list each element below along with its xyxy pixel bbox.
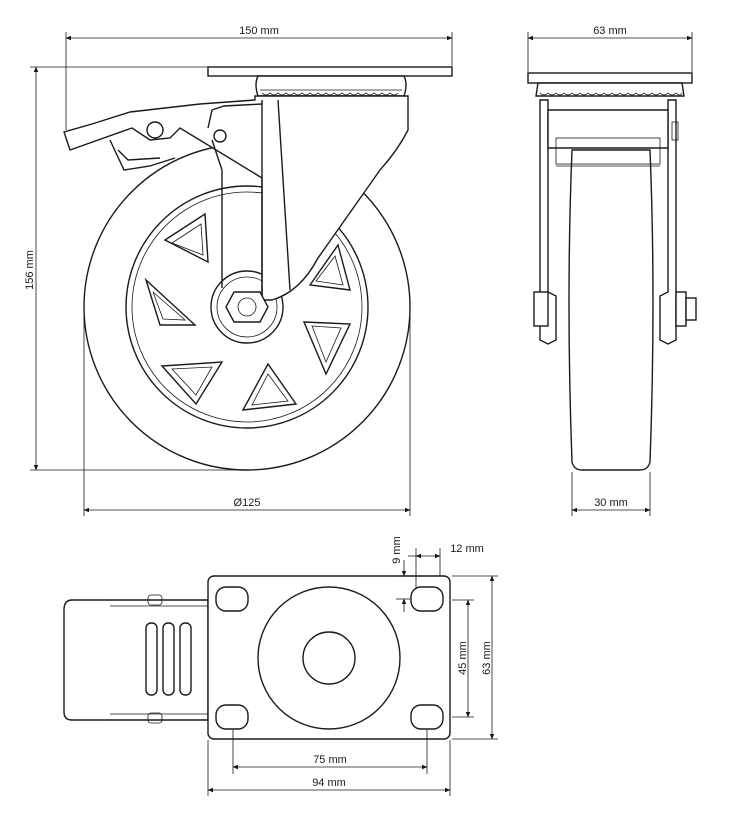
label-side-plate-width: 63 mm	[593, 25, 627, 37]
label-wheel-diameter: Ø125	[234, 497, 261, 509]
side-top-plate	[527, 72, 693, 84]
side-axle-right	[675, 291, 687, 327]
bottom-view	[63, 575, 451, 740]
side-wheel	[568, 149, 654, 471]
label-height: 156 mm	[24, 250, 36, 290]
caster-fork	[63, 95, 409, 301]
top-plate	[207, 66, 453, 77]
front-dimensions: 150 mm 156 mm Ø125	[24, 25, 453, 516]
wheel-spokes	[144, 212, 352, 411]
side-axle-nut	[685, 297, 697, 321]
wheel-hub	[210, 270, 284, 344]
side-dimensions: 63 mm 30 mm	[527, 25, 693, 516]
lever-pivot	[146, 121, 164, 139]
side-brake	[547, 109, 669, 149]
mounting-plate	[207, 575, 451, 740]
side-bearing	[535, 82, 685, 97]
mount-hole-tl	[215, 586, 249, 612]
label-top-width: 150 mm	[239, 25, 279, 37]
label-plate-short: 63 mm	[481, 641, 493, 675]
label-hole-offset-x: 12 mm	[450, 543, 484, 555]
front-view	[63, 66, 453, 471]
bottom-bearing-outer	[257, 586, 401, 730]
axle-nut	[225, 291, 269, 323]
bottom-dimensions: 9 mm 12 mm 45 mm 63 mm 75 mm 94 mm	[207, 536, 498, 796]
label-hole-spacing-short: 45 mm	[457, 641, 469, 675]
bottom-brake-lever	[63, 599, 209, 721]
mount-hole-br	[410, 704, 444, 730]
bottom-bearing-inner	[302, 631, 356, 685]
label-hole-spacing-long: 75 mm	[313, 754, 347, 766]
label-wheel-width: 30 mm	[594, 497, 628, 509]
wheel-rim-outer	[125, 185, 369, 429]
label-plate-long: 94 mm	[312, 777, 346, 789]
label-hole-offset-y: 9 mm	[391, 536, 403, 564]
fork-rivet	[213, 129, 227, 143]
mount-hole-bl	[215, 704, 249, 730]
side-axle-left	[533, 291, 549, 327]
side-view	[527, 72, 697, 471]
wheel-rim-inner	[131, 191, 363, 423]
